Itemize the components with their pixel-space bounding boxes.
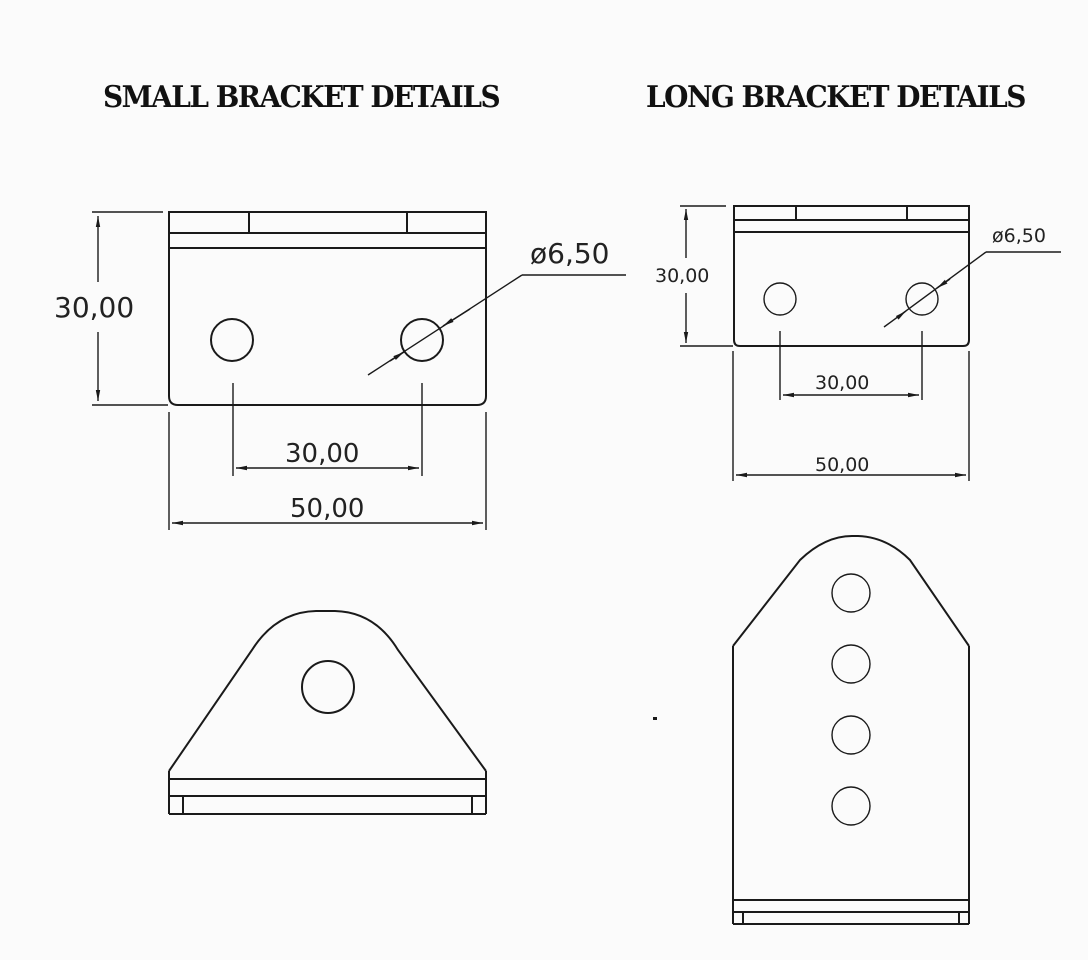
long-diameter-dim: ø6,50 — [992, 225, 1046, 247]
stray-dot — [653, 717, 657, 720]
hole-icon — [831, 786, 871, 826]
small-bracket-title: SMALL BRACKET DETAILS — [103, 80, 501, 115]
hole-icon — [831, 715, 871, 755]
hole-icon — [905, 282, 939, 316]
long-width-dim: 50,00 — [815, 454, 869, 476]
hole-icon — [210, 318, 254, 362]
hole-icon — [831, 644, 871, 684]
long-bracket-front-view — [680, 205, 1061, 481]
small-diameter-dim: ø6,50 — [530, 237, 609, 270]
hole-icon — [831, 573, 871, 613]
long-bracket-title: LONG BRACKET DETAILS — [646, 80, 1026, 115]
hole-icon — [301, 660, 355, 714]
small-hole-spacing-dim: 30,00 — [285, 439, 359, 469]
long-bracket-side-view — [732, 535, 970, 925]
long-hole-spacing-dim: 30,00 — [815, 372, 869, 394]
small-width-dim: 50,00 — [290, 494, 364, 524]
small-bracket-front-view — [92, 211, 626, 530]
small-height-dim: 30,00 — [54, 291, 134, 324]
small-bracket-side-view — [168, 610, 487, 815]
long-height-dim: 30,00 — [655, 265, 709, 287]
hole-icon — [400, 318, 444, 362]
hole-icon — [763, 282, 797, 316]
